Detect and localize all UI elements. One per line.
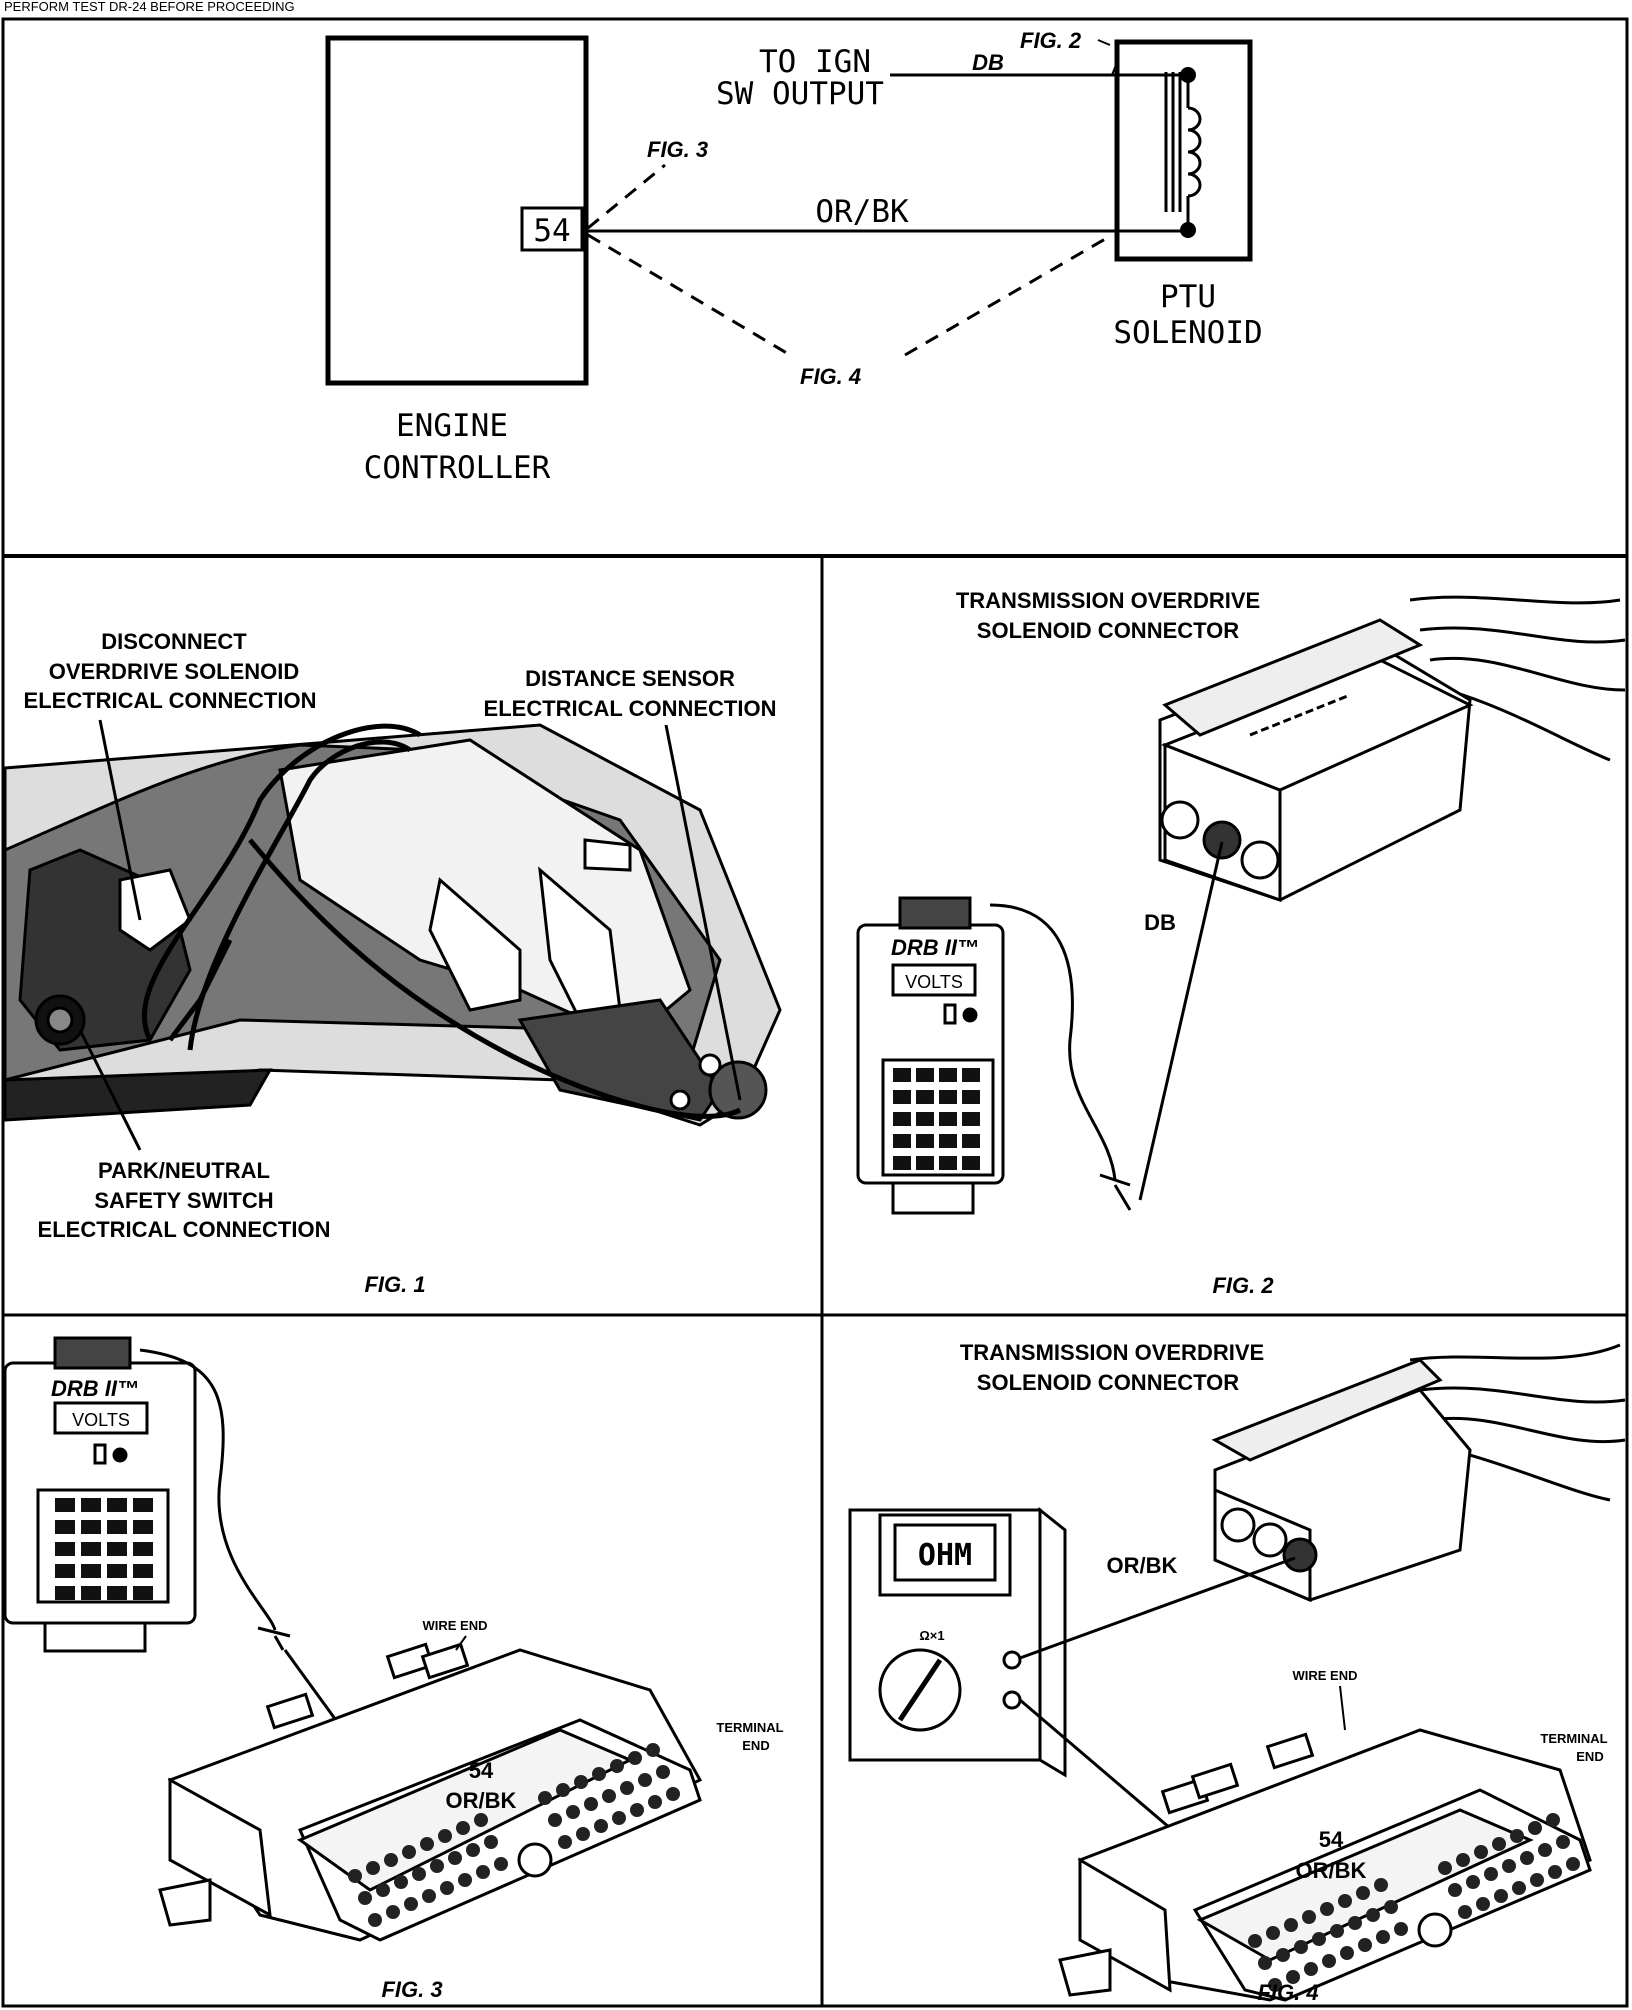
fig4-title-1: TRANSMISSION OVERDRIVE [960,1340,1264,1365]
fig4-terminal-label-2: END [1576,1749,1603,1764]
fig4-ref: FIG. 4 [800,364,861,389]
fig4-ohmmeter [848,1506,1067,1778]
fig4-terminal-label-1: TERMINAL [1540,1731,1607,1746]
fig1-panel: DISCONNECT OVERDRIVE SOLENOID ELECTRICAL… [3,629,782,1297]
fig3-terminal-label-2: END [742,1738,769,1753]
park-neutral-label-1: PARK/NEUTRAL [98,1158,270,1183]
fig4-wire-label: OR/BK [1296,1858,1367,1883]
fig3-pin-label: 54 [469,1758,494,1783]
fig2-connector [1158,595,1626,903]
fig2-panel: TRANSMISSION OVERDRIVE SOLENOID CONNECTO… [856,588,1626,1298]
fig2-callout [1097,39,1119,76]
disconnect-label-3: ELECTRICAL CONNECTION [24,688,317,713]
controller-label-line2: CONTROLLER [364,450,551,486]
solenoid-coil-symbol [1164,72,1202,230]
panel-frame [1,17,1629,2008]
disconnect-label-2: OVERDRIVE SOLENOID [49,659,300,684]
fig4-cavity-3 [1282,1537,1318,1573]
ign-label-line2: SW OUTPUT [716,76,884,112]
disconnect-label-1: DISCONNECT [101,629,247,654]
fig4-solenoid-connector [1211,1343,1626,1603]
fig1-leader-lines [78,719,742,1151]
fig4-wire-end-leader [1339,1685,1346,1731]
schematic-section: 54 TO IGN SW OUTPUT DB OR/BK FIG. 2 FIG.… [325,28,1263,486]
fig2-cavity-3 [1240,840,1280,880]
wire-db-label: DB [972,50,1004,75]
fig3-keypad [55,1498,153,1600]
fig3-caption: FIG. 3 [381,1977,442,2002]
engine-controller-box [325,35,589,386]
fig3-tester-brand: DRB II™ [51,1376,139,1401]
wire-orbk-label: OR/BK [815,194,909,230]
fig1-caption: FIG. 1 [364,1272,425,1297]
fig2-wire-label: DB [1144,910,1176,935]
fig2-title-2: SOLENOID CONNECTOR [977,618,1240,643]
fig4-meter-range: Ω×1 [919,1628,944,1643]
ptu-label-line1: PTU [1160,279,1216,315]
fig3-panel: DRB II™ VOLTS WIRE END [3,1336,784,2002]
fig4-wire-end-label: WIRE END [1293,1668,1358,1683]
fig3-tester-display: VOLTS [72,1410,130,1430]
park-neutral-label-3: ELECTRICAL CONNECTION [38,1217,331,1242]
fig2-ref: FIG. 2 [1020,28,1082,53]
fig3-terminal-label-1: TERMINAL [716,1720,783,1735]
fig2-cavity-1 [1160,800,1200,840]
fig4-cavity-2 [1252,1522,1288,1558]
fig2-caption: FIG. 2 [1212,1273,1274,1298]
fig4-meter-display: OHM [918,1538,972,1573]
distance-sensor-label-1: DISTANCE SENSOR [525,666,735,691]
fig2-tester-brand: DRB II™ [891,935,979,960]
fig4-caption: FIG. 4 [1257,1980,1318,2005]
fig4-controller-connector [1058,1728,1592,2002]
fig4-panel: TRANSMISSION OVERDRIVE SOLENOID CONNECTO… [848,1340,1626,2005]
fig3-wire-end-label: WIRE END [423,1618,488,1633]
wire-harness [142,723,742,1119]
fig4-title-2: SOLENOID CONNECTOR [977,1370,1240,1395]
controller-label-line1: ENGINE [396,408,508,444]
fig2-title-1: TRANSMISSION OVERDRIVE [956,588,1260,613]
fig2-keypad [893,1068,980,1170]
fig4-pin-label: 54 [1319,1827,1344,1852]
ptu-solenoid-box [1114,39,1253,262]
fig2-cavity-2 [1202,820,1242,860]
fig-callout-lines [587,163,1113,357]
fig4-cavity-1 [1220,1507,1256,1543]
fig3-wire-label: OR/BK [446,1788,517,1813]
transmission-illustration [3,723,782,1127]
pin-54-box [520,206,584,252]
fig2-probe [989,841,1224,1211]
park-neutral-label-2: SAFETY SWITCH [94,1188,273,1213]
distance-sensor-label-2: ELECTRICAL CONNECTION [484,696,777,721]
fig4-wire-callout: OR/BK [1107,1553,1178,1578]
fig3-pin-rows [348,1743,680,1927]
ign-label-line1: TO IGN [759,44,871,80]
header-note: PERFORM TEST DR-24 BEFORE PROCEEDING [4,0,295,14]
fig3-ref: FIG. 3 [647,137,708,162]
fig3-wire-end-leader [455,1635,467,1651]
ptu-label-line2: SOLENOID [1113,315,1262,351]
fig4-pin-rows [1248,1813,1580,1992]
pin-54-label: 54 [533,213,570,249]
fig2-tester-display: VOLTS [905,972,963,992]
